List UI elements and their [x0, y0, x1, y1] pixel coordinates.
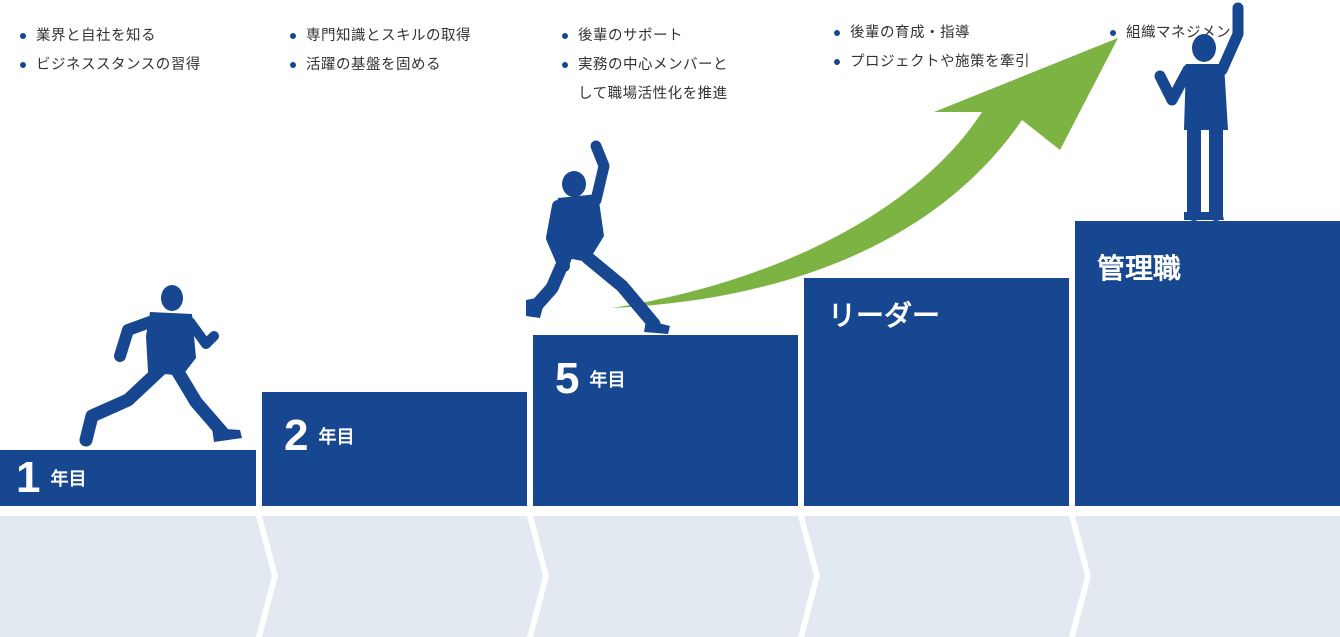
list-item: 専門知識とスキルの取得: [290, 22, 471, 51]
list-item: 組織マネジメント: [1110, 19, 1246, 48]
runner-figure-icon: [79, 285, 242, 447]
step-label-2: 2 年目: [284, 412, 354, 460]
description-band: [0, 516, 1340, 637]
step-block-manager: 管理職: [1075, 221, 1340, 506]
band-segment-1: [0, 516, 272, 637]
list-item: ビジネススタンスの習得: [20, 51, 201, 80]
step-unit: 年目: [589, 370, 626, 391]
step-block-2: 2 年目: [262, 392, 527, 506]
step-block-leader: リーダー: [804, 278, 1069, 506]
list-item: プロジェクトや施策を牽引: [834, 48, 1030, 77]
point-list: 専門知識とスキルの取得 活躍の基盤を固める: [290, 22, 471, 80]
point-list: 組織マネジメント: [1110, 19, 1246, 48]
victory-figure-icon: [1154, 2, 1244, 221]
growth-arrow-icon: [612, 38, 1118, 308]
list-item: 後輩の育成・指導: [834, 19, 1030, 48]
list-item: 業界と自社を知る: [20, 22, 201, 51]
band-segment-2: [262, 516, 543, 637]
band-segment-5: [1075, 516, 1340, 637]
step-label-1: 1 年目: [16, 454, 86, 502]
leaping-figure-icon: [526, 140, 670, 334]
step-unit: 年目: [50, 469, 87, 490]
step-unit: 年目: [318, 427, 355, 448]
list-item: 実務の中心メンバーと: [562, 51, 728, 80]
step-block-1: 1 年目: [0, 450, 256, 506]
step-label-3: 5 年目: [555, 355, 625, 403]
step-title-leader: リーダー: [828, 299, 941, 332]
list-item: して職場活性化を推進: [578, 86, 728, 102]
step-number: 5: [555, 354, 580, 403]
list-item: 活躍の基盤を固める: [290, 51, 471, 80]
point-list: 後輩のサポート 実務の中心メンバーと して職場活性化を推進: [562, 22, 728, 109]
list-item: 後輩のサポート: [562, 22, 728, 51]
step-block-3: 5 年目: [533, 335, 798, 506]
step-number: 2: [284, 411, 309, 460]
step-title-manager: 管理職: [1097, 252, 1182, 285]
band-segment-3: [533, 516, 814, 637]
point-list: 後輩の育成・指導 プロジェクトや施策を牽引: [834, 19, 1030, 77]
band-segment-4: [804, 516, 1085, 637]
point-list: 業界と自社を知る ビジネススタンスの習得: [20, 22, 201, 80]
step-number: 1: [16, 453, 41, 502]
